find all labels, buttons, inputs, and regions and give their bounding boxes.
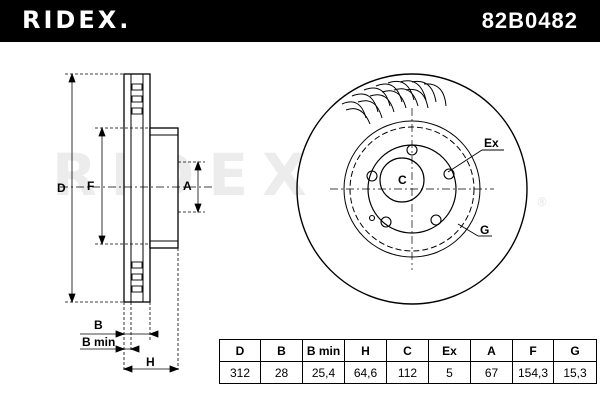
label-A: A bbox=[183, 179, 192, 193]
disc-outer-circle bbox=[296, 73, 528, 305]
bolt-holes bbox=[366, 144, 455, 228]
side-view bbox=[60, 73, 212, 303]
header-bar: RIDEX. 82B0482 bbox=[0, 0, 600, 42]
label-C: C bbox=[398, 173, 407, 187]
label-G: G bbox=[480, 223, 489, 237]
front-view bbox=[296, 73, 528, 305]
spec-header-cell: B min bbox=[302, 339, 345, 362]
spec-value-cell: 112 bbox=[386, 361, 429, 384]
hub-hat bbox=[149, 127, 179, 249]
label-H: H bbox=[146, 355, 155, 369]
center-bore bbox=[379, 157, 425, 203]
spec-header-row: D B B min H C Ex A F G bbox=[219, 339, 597, 362]
spec-value-cell: 25,4 bbox=[302, 361, 345, 384]
spec-value-row: 312 28 25,4 64,6 112 5 67 154,3 15,3 bbox=[219, 361, 597, 384]
disc-outer-profile bbox=[123, 73, 151, 303]
label-Ex: Ex bbox=[484, 136, 499, 150]
spec-header-cell: H bbox=[344, 339, 387, 362]
spec-header-cell: B bbox=[260, 339, 303, 362]
label-B-min: B min bbox=[82, 335, 115, 349]
brand-logo: RIDEX. bbox=[22, 6, 132, 34]
spec-value-cell: 15,3 bbox=[553, 361, 597, 384]
side-dimensions bbox=[65, 72, 205, 373]
cooling-vanes bbox=[341, 80, 447, 125]
spec-value-cell: 312 bbox=[219, 361, 261, 384]
part-number: 82B0482 bbox=[481, 8, 578, 33]
label-D: D bbox=[57, 181, 66, 195]
spec-header-cell: D bbox=[219, 339, 261, 362]
label-F: F bbox=[87, 179, 94, 193]
spec-value-cell: 67 bbox=[470, 361, 513, 384]
watermark: RIDEX bbox=[52, 141, 321, 209]
spec-header-cell: G bbox=[553, 339, 597, 362]
spec-header-cell: Ex bbox=[428, 339, 471, 362]
spec-value-cell: 28 bbox=[260, 361, 303, 384]
spec-header-cell: A bbox=[470, 339, 513, 362]
label-B: B bbox=[94, 318, 103, 332]
spec-value-cell: 64,6 bbox=[344, 361, 387, 384]
spec-header-cell: C bbox=[386, 339, 429, 362]
spec-value-cell: 5 bbox=[428, 361, 471, 384]
spec-table: D B B min H C Ex A F G 312 28 25,4 64,6 … bbox=[219, 339, 597, 384]
registered-mark: ® bbox=[536, 195, 548, 209]
spec-value-cell: 154,3 bbox=[512, 361, 554, 384]
spec-header-cell: F bbox=[512, 339, 554, 362]
